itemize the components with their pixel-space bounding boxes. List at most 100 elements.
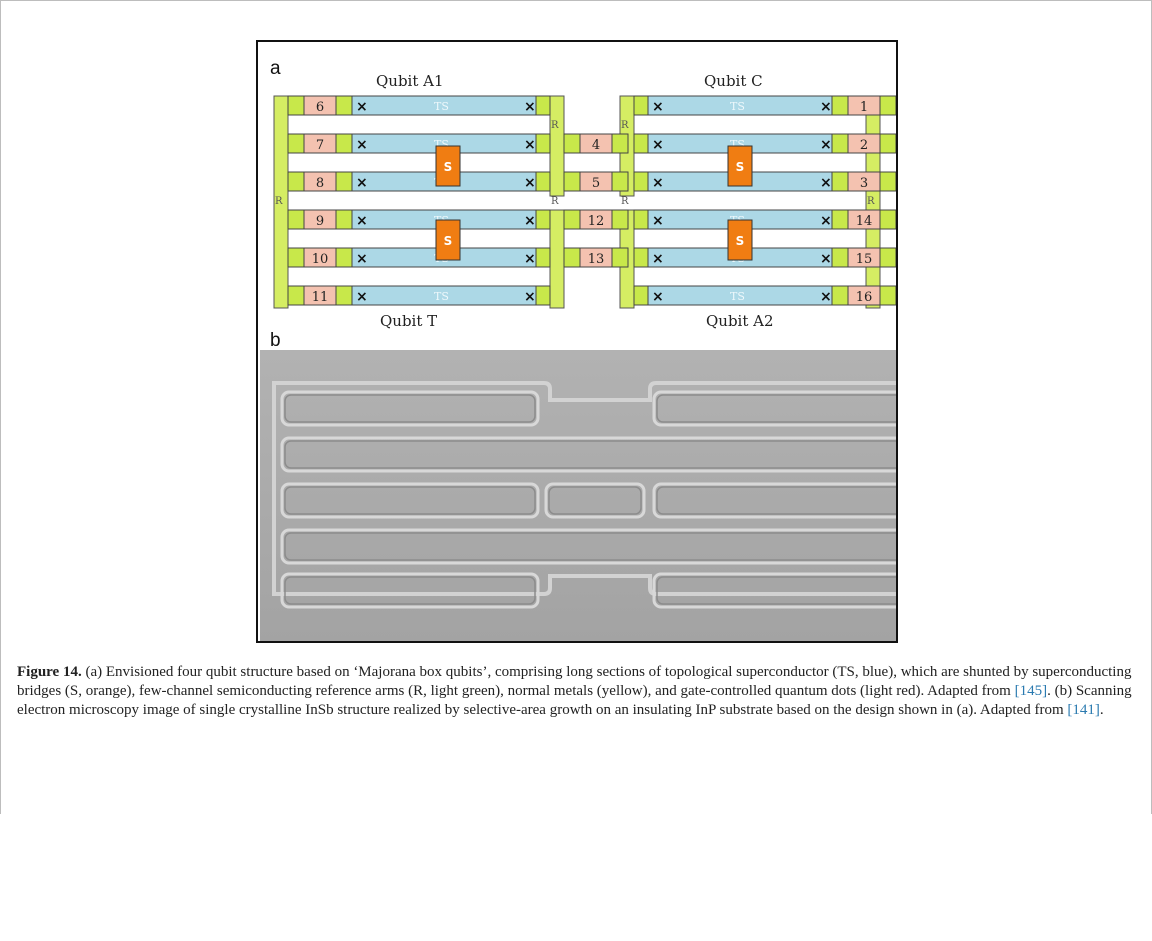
majorana-x: × xyxy=(652,213,664,229)
majorana-x: × xyxy=(652,99,664,115)
ref-141-link[interactable]: [141] xyxy=(1067,702,1100,718)
majorana-x: × xyxy=(820,99,832,115)
s-bridge xyxy=(435,219,461,261)
quantum-dot-label: 7 xyxy=(316,138,324,153)
ts-label: TS xyxy=(730,100,745,113)
panel-b-label: b xyxy=(270,330,281,351)
normal-metal xyxy=(611,171,629,192)
scale-bar-label: 1 μm xyxy=(376,912,420,932)
normal-metal xyxy=(611,247,629,268)
quantum-dot-label: 12 xyxy=(588,214,605,229)
normal-metal xyxy=(831,247,849,268)
quantum-dot-label: 6 xyxy=(316,100,324,115)
s-label: S xyxy=(736,160,745,174)
majorana-x: × xyxy=(820,251,832,267)
quantum-dot-label: 9 xyxy=(316,214,324,229)
majorana-x: × xyxy=(524,175,536,191)
ts-label: TS xyxy=(434,290,449,303)
majorana-x: × xyxy=(356,99,368,115)
majorana-x: × xyxy=(820,289,832,305)
panel-a-label: a xyxy=(270,58,281,79)
normal-metal xyxy=(611,133,629,154)
normal-metal xyxy=(335,171,353,192)
caption-label: Figure 14. xyxy=(17,664,82,680)
majorana-x: × xyxy=(524,251,536,267)
sem-micrograph: 1 μm xyxy=(260,350,921,941)
normal-metal xyxy=(335,285,353,306)
normal-metal xyxy=(633,95,649,116)
quantum-dot-label: 1 xyxy=(860,100,868,115)
normal-metal xyxy=(563,247,581,268)
r-label: R xyxy=(867,196,875,207)
majorana-x: × xyxy=(652,175,664,191)
normal-metal xyxy=(879,285,896,306)
majorana-x: × xyxy=(524,213,536,229)
majorana-x: × xyxy=(356,175,368,191)
quantum-dot-label: 16 xyxy=(856,290,873,305)
majorana-x: × xyxy=(356,137,368,153)
normal-metal xyxy=(287,133,305,154)
normal-metal xyxy=(335,247,353,268)
ref-arm-inner xyxy=(549,95,565,197)
r-label: R xyxy=(621,196,629,207)
sem-bar xyxy=(280,390,540,427)
ref-145-link[interactable]: [145] xyxy=(1014,683,1048,699)
normal-metal xyxy=(831,285,849,306)
quantum-dot-label: 11 xyxy=(312,290,329,305)
normal-metal xyxy=(879,133,896,154)
normal-metal xyxy=(535,133,551,154)
normal-metal xyxy=(287,209,305,230)
majorana-x: × xyxy=(652,289,664,305)
majorana-x: × xyxy=(356,289,368,305)
normal-metal xyxy=(535,285,551,306)
ts-label: TS xyxy=(730,290,745,303)
s-bridge xyxy=(727,219,753,261)
sem-structure xyxy=(260,350,921,641)
normal-metal xyxy=(335,133,353,154)
ts-label: TS xyxy=(434,100,449,113)
normal-metal xyxy=(831,95,849,116)
quantum-dot-label: 2 xyxy=(860,138,868,153)
normal-metal xyxy=(535,247,551,268)
scale-bar xyxy=(310,936,482,941)
normal-metal xyxy=(831,209,849,230)
quantum-dot-label: 5 xyxy=(592,176,600,191)
normal-metal xyxy=(287,247,305,268)
ref-arm-left xyxy=(273,95,289,309)
s-label: S xyxy=(444,234,453,248)
caption-text-1: (a) Envisioned four qubit structure base… xyxy=(17,664,1132,699)
normal-metal xyxy=(563,209,581,230)
quantum-dot-label: 3 xyxy=(860,176,868,191)
normal-metal xyxy=(335,209,353,230)
majorana-x: × xyxy=(820,175,832,191)
qubit-a2-label: Qubit A2 xyxy=(706,312,774,330)
ref-arm-inner xyxy=(549,209,565,309)
quantum-dot-label: 15 xyxy=(856,252,873,267)
page-border-top xyxy=(0,0,1152,1)
normal-metal xyxy=(287,171,305,192)
caption-text-2: . (b) Scanning electron microscopy image… xyxy=(17,683,1132,718)
quantum-dot-label: 4 xyxy=(592,138,600,153)
normal-metal xyxy=(879,209,896,230)
normal-metal xyxy=(287,95,305,116)
normal-metal xyxy=(879,95,896,116)
majorana-x: × xyxy=(524,289,536,305)
sem-bar xyxy=(280,482,540,519)
normal-metal xyxy=(563,171,581,192)
r-label: R xyxy=(621,120,629,131)
normal-metal xyxy=(633,171,649,192)
normal-metal xyxy=(633,247,649,268)
majorana-x: × xyxy=(652,251,664,267)
majorana-x: × xyxy=(524,137,536,153)
normal-metal xyxy=(831,171,849,192)
normal-metal xyxy=(535,209,551,230)
normal-metal xyxy=(879,171,896,192)
quantum-dot-label: 8 xyxy=(316,176,324,191)
page-border-left xyxy=(0,0,1,814)
sem-bar xyxy=(544,482,646,519)
normal-metal xyxy=(563,133,581,154)
normal-metal xyxy=(633,133,649,154)
s-label: S xyxy=(736,234,745,248)
normal-metal xyxy=(879,247,896,268)
